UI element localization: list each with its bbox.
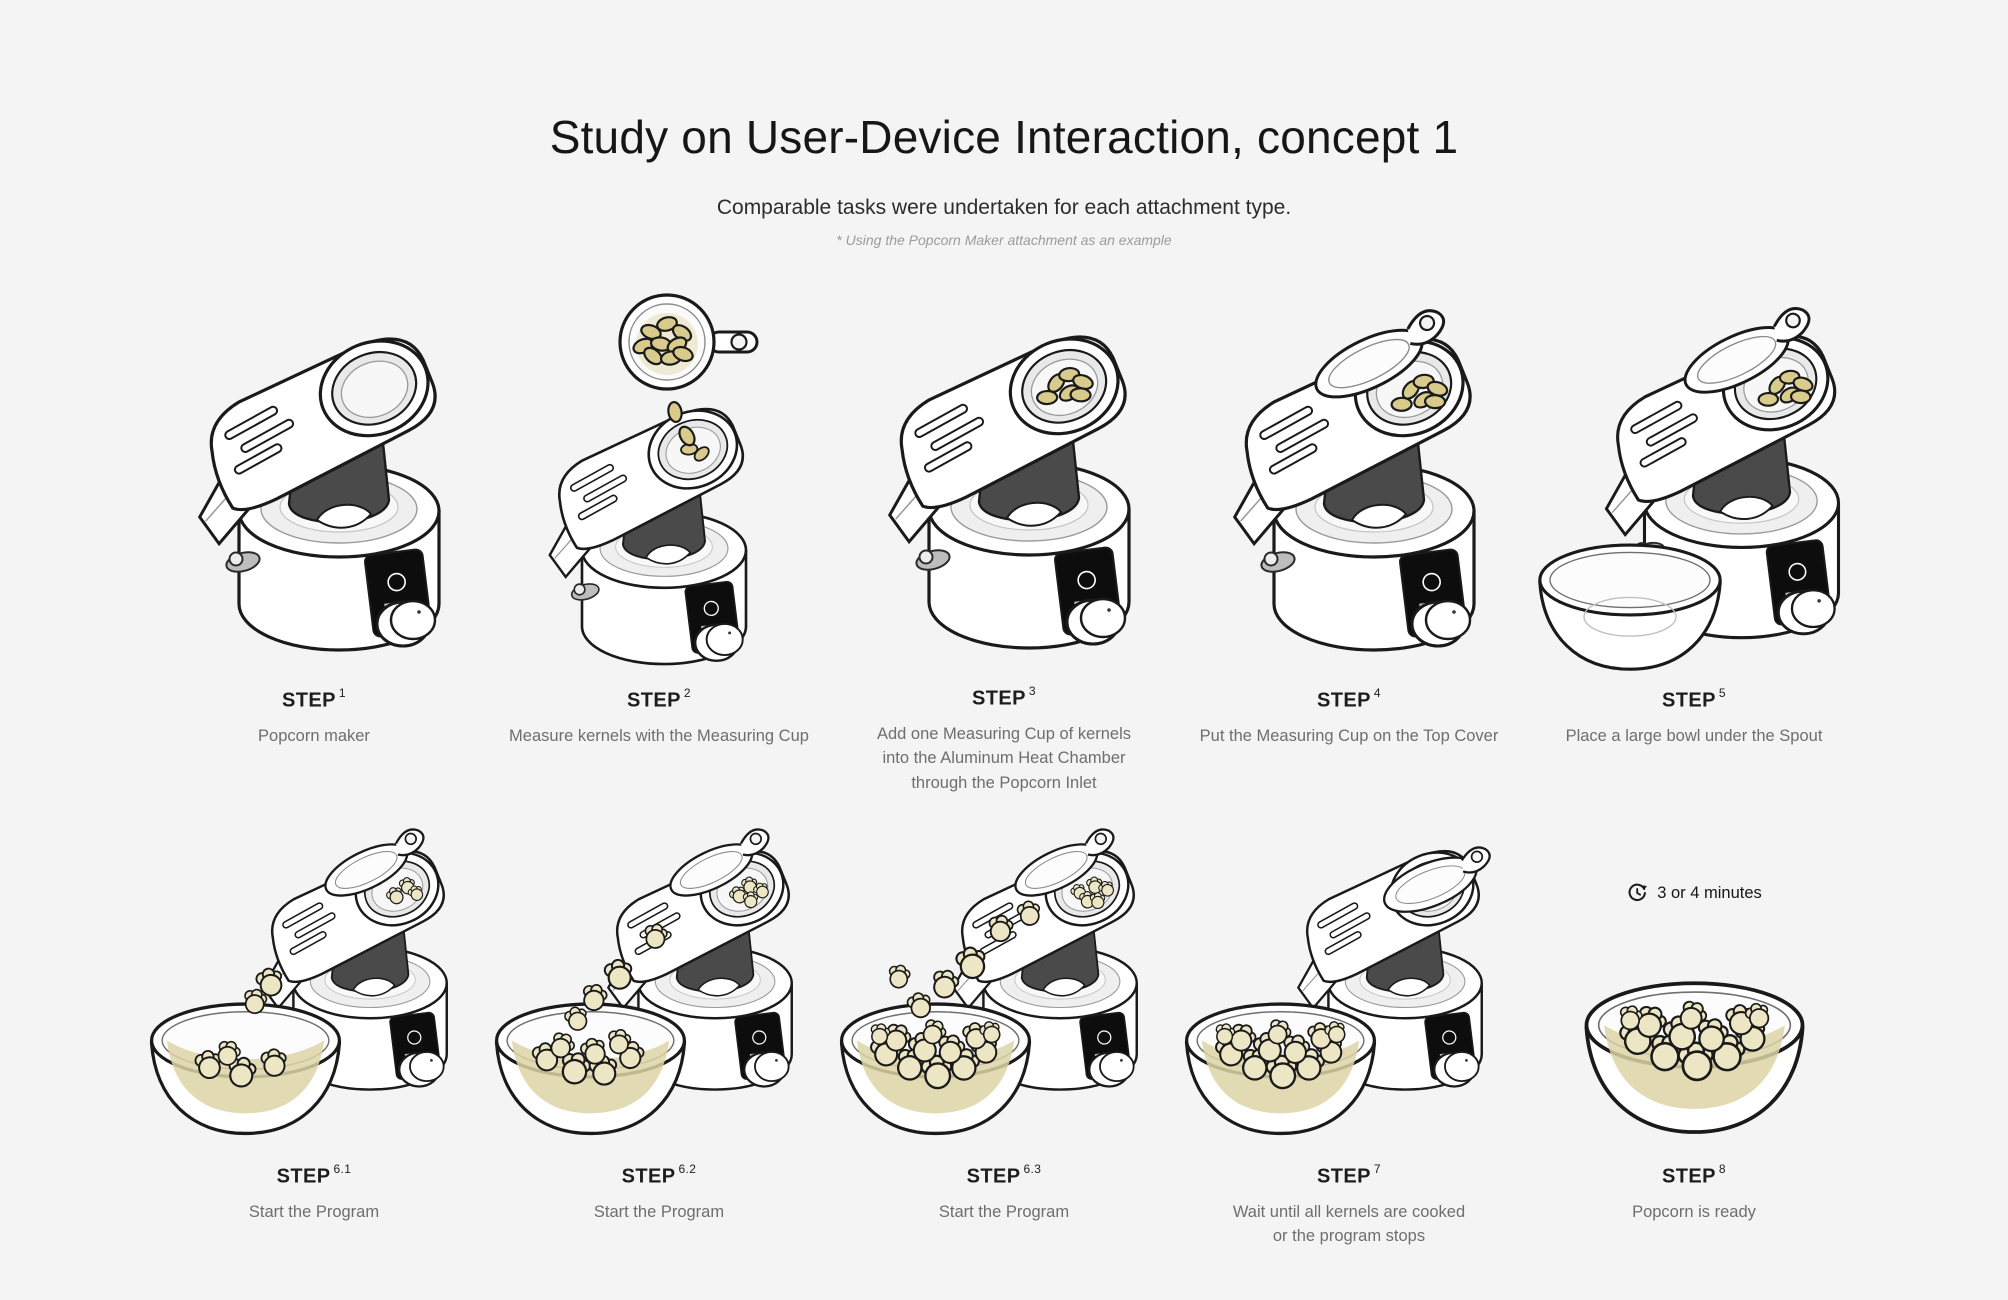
- step-number: 6.2: [678, 1162, 697, 1176]
- step-number: 5: [1718, 686, 1726, 700]
- step-description: Popcorn maker: [258, 726, 370, 745]
- page-subtitle: Comparable tasks were undertaken for eac…: [716, 196, 1292, 219]
- page-header: Study on User-Device Interaction, concep…: [0, 0, 2008, 248]
- illustration-device-cup-on-cover: [1232, 309, 1476, 652]
- step-number: 2: [683, 686, 691, 700]
- step-illustration-area: [487, 282, 832, 674]
- illustration-popcorn-bowl-ready: [1583, 981, 1805, 1134]
- page-title: Study on User-Device Interaction, concep…: [549, 111, 1459, 163]
- step-description: Add one Measuring Cup of kernels into th…: [876, 724, 1132, 793]
- timer-label: 3 or 4 minutes: [1657, 883, 1762, 902]
- step-illustration-area: [1522, 282, 1867, 674]
- step-description: Put the Measuring Cup on the Top Cover: [1199, 726, 1499, 745]
- step-description: Start the Program: [938, 1202, 1070, 1221]
- step-number: 6.3: [1023, 1162, 1042, 1176]
- step-number: 8: [1718, 1162, 1726, 1176]
- step-description: Start the Program: [593, 1202, 725, 1221]
- step-number: 7: [1373, 1162, 1381, 1176]
- illustration-device-popping-stage-1: [149, 828, 448, 1136]
- step-illustration-area: [1177, 782, 1522, 1150]
- illustration-device-plain: [197, 337, 441, 652]
- page-footnote: * Using the Popcorn Maker attachment as …: [836, 232, 1172, 248]
- step-illustration-area: [832, 782, 1177, 1150]
- clock-refresh-icon: [1626, 882, 1648, 904]
- illustration-device-popping-stage-2: [494, 828, 793, 1136]
- step-illustration-area: [142, 282, 487, 674]
- step-description: Popcorn is ready: [1632, 1202, 1756, 1221]
- step-description: Place a large bowl under the Spout: [1565, 726, 1823, 745]
- illustration-device-with-full-bowl: [1184, 846, 1491, 1136]
- step-illustration-area: [832, 282, 1177, 672]
- step-number: 6.1: [333, 1162, 352, 1176]
- step-illustration-area: 3 or 4 minutes: [1522, 782, 1867, 1150]
- step-description: Wait until all kernels are cooked or the…: [1232, 1202, 1466, 1246]
- step-description: Start the Program: [248, 1202, 380, 1221]
- step-illustration-area: [487, 782, 832, 1150]
- cooking-timer: 3 or 4 minutes: [1626, 882, 1762, 904]
- step-description: Measure kernels with the Measuring Cup: [509, 726, 809, 745]
- step-number: 3: [1028, 684, 1036, 698]
- illustration-device-measuring-cup-pour: [548, 293, 759, 666]
- step-illustration-area: [1177, 282, 1522, 674]
- step-number: 1: [338, 686, 346, 700]
- illustration-device-with-empty-bowl: [1538, 307, 1841, 671]
- step-illustration-area: [142, 782, 487, 1150]
- illustration-device-popping-stage-3: [839, 828, 1138, 1136]
- illustration-device-kernels-in-inlet: [887, 335, 1131, 650]
- step-number: 4: [1373, 686, 1381, 700]
